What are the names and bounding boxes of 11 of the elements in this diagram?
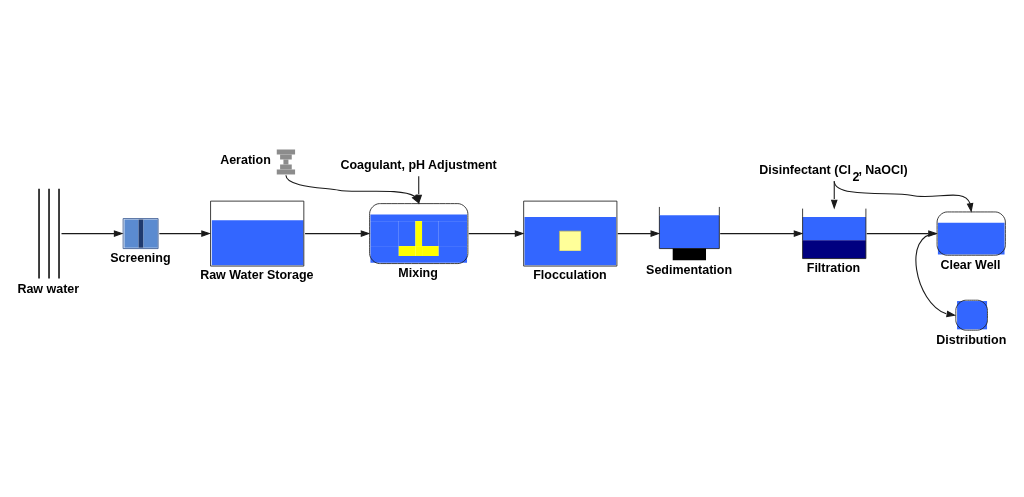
node-text: Raw water: [17, 281, 80, 296]
node-label: Screening: [110, 250, 171, 265]
node-label: Mixing: [398, 265, 438, 280]
node-label: Aeration: [220, 152, 271, 167]
node-label: Distribution: [936, 332, 1007, 347]
node-label: Sedimentation: [646, 262, 733, 277]
node-label: Raw Water Storage: [200, 267, 314, 282]
node-text: Coagulant, pH Adjustment: [340, 157, 497, 172]
node-label: Flocculation: [533, 267, 607, 282]
node-label: Filtration: [806, 260, 861, 275]
node-label: Clear Well: [940, 257, 1001, 272]
